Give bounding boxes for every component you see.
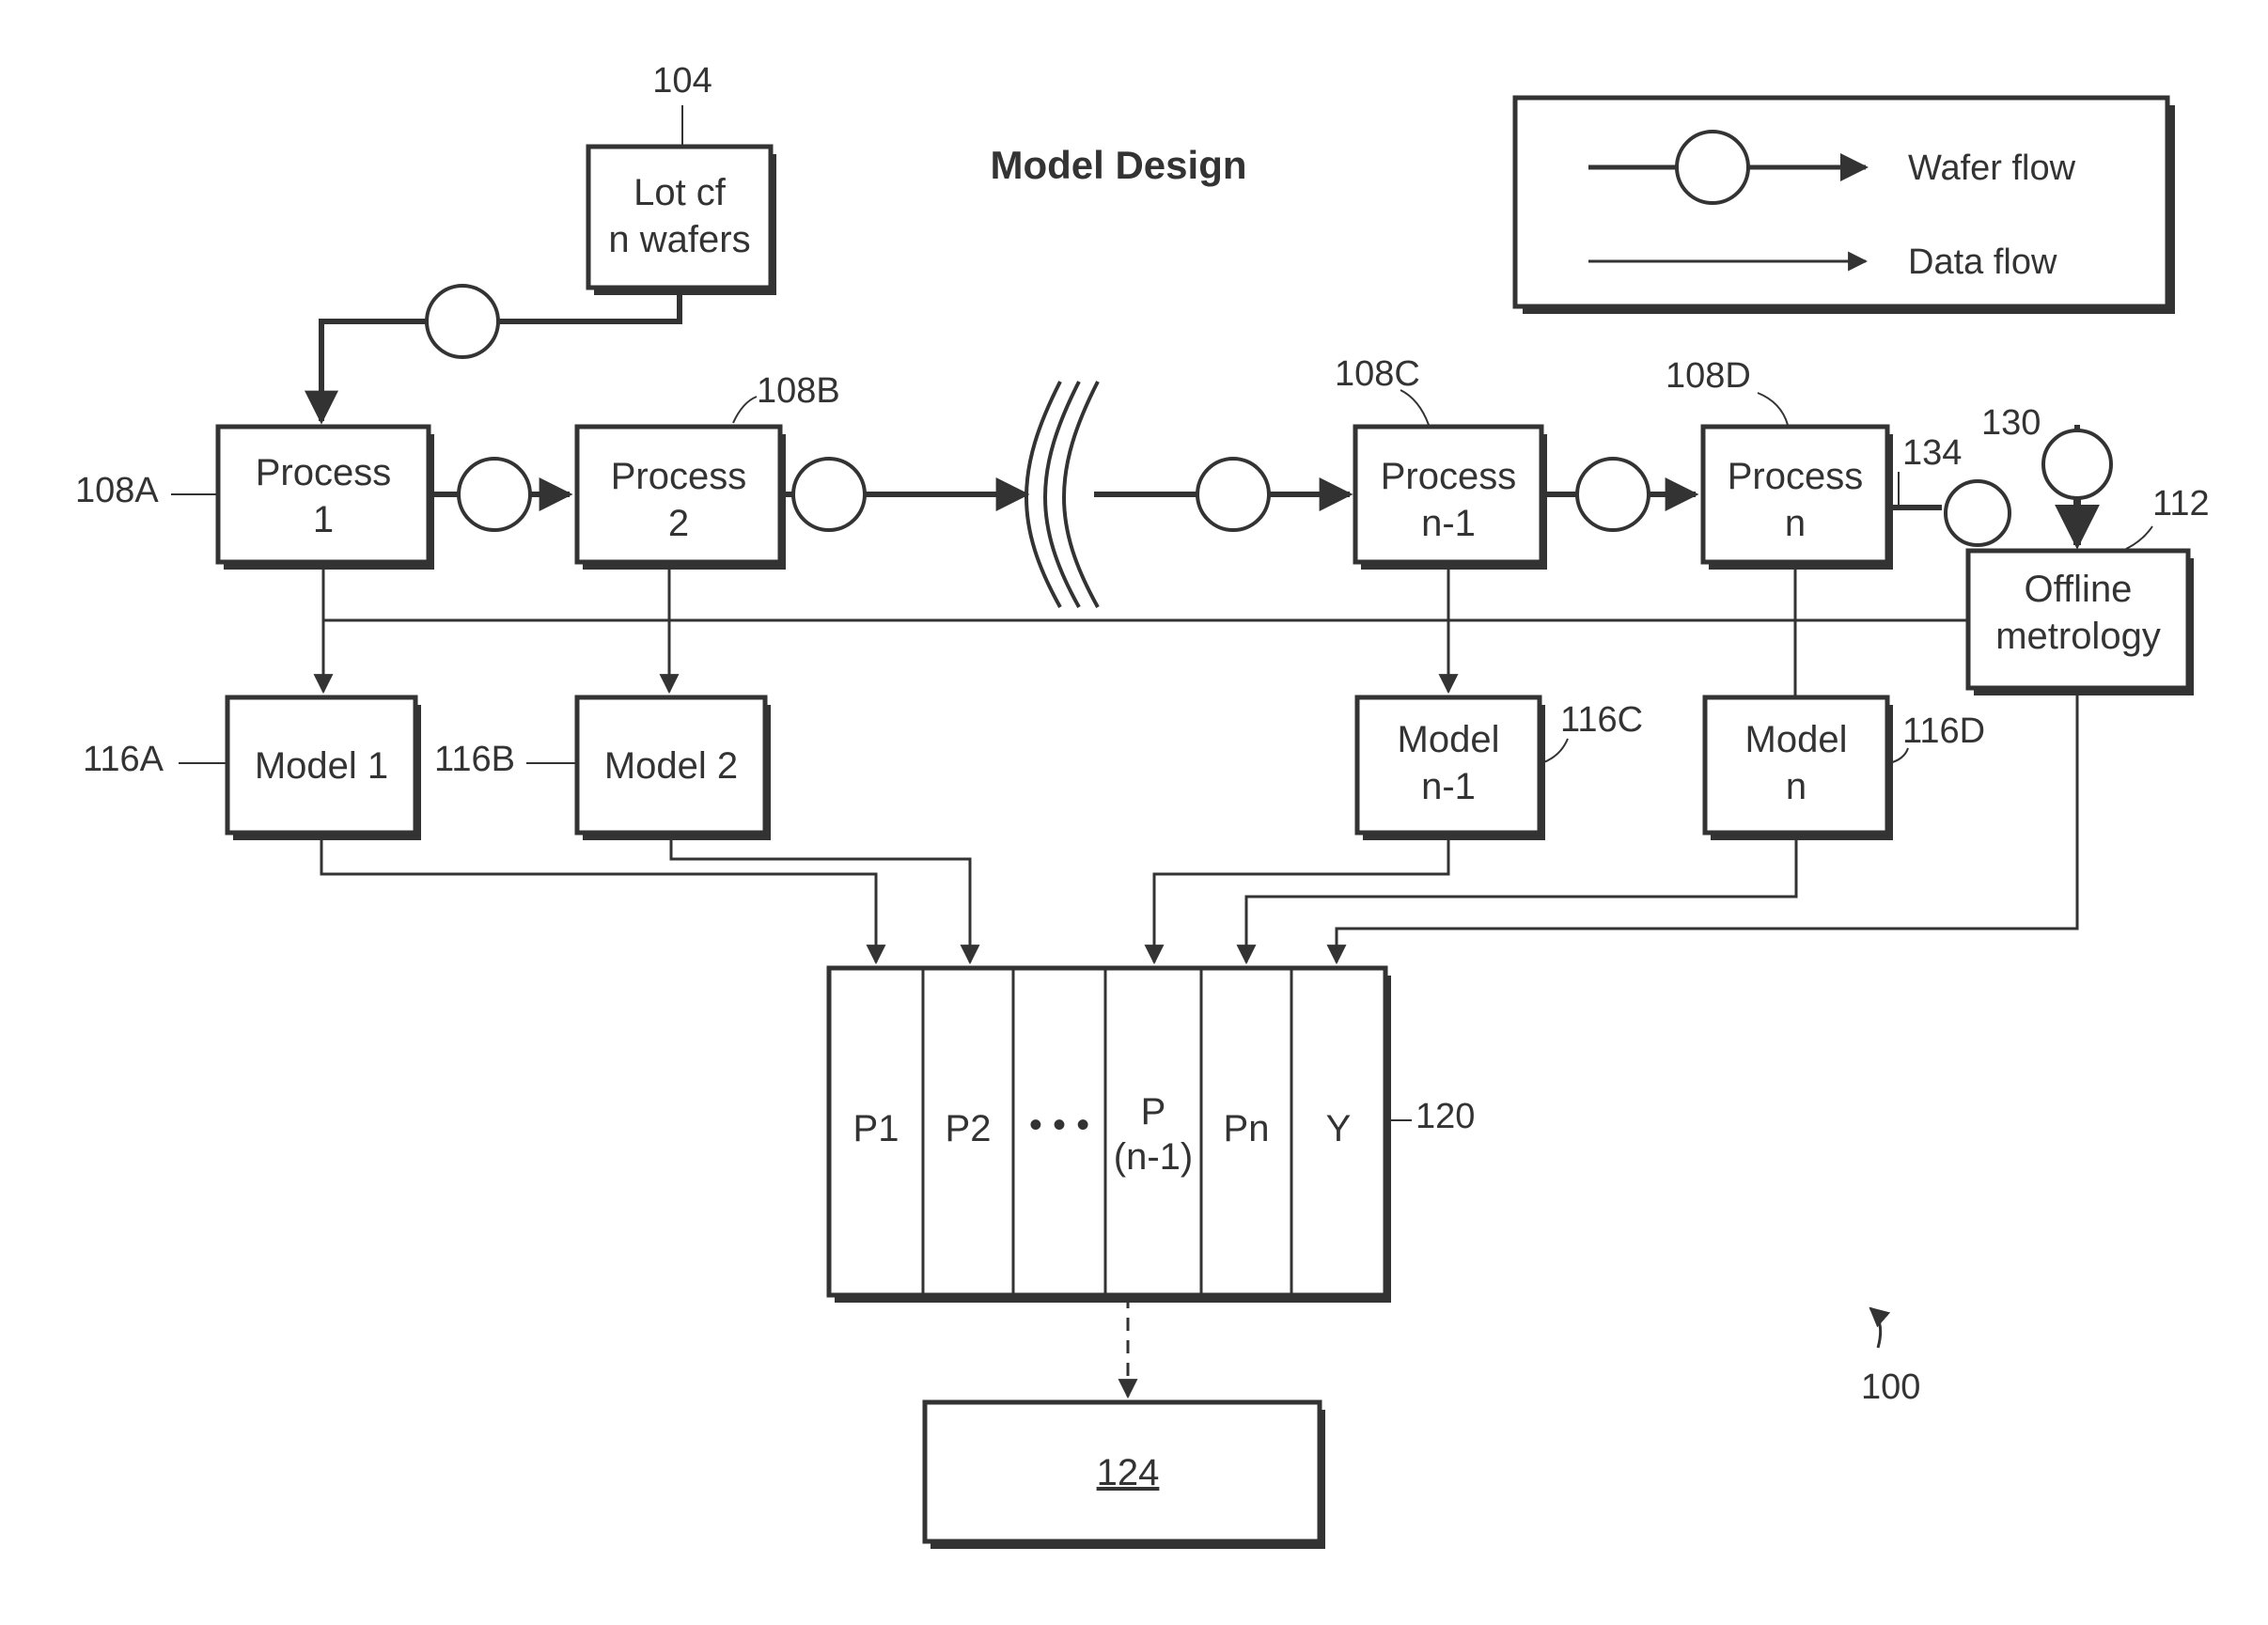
table-cell-y: Y: [1326, 1108, 1352, 1149]
table-cell-pn: Pn: [1224, 1108, 1270, 1149]
process-n-label-line2: n: [1785, 503, 1806, 544]
process-n-1-ref: 108C: [1335, 354, 1420, 394]
table-cell-p1: P1: [853, 1108, 899, 1149]
wafer-out-ref: 134: [1902, 433, 1962, 473]
output-box: 124: [925, 1402, 1325, 1549]
model-1-ref: 116A: [83, 740, 164, 779]
wafer-out-icon: [1946, 481, 2010, 545]
wafer-icon: [793, 459, 865, 530]
model-box-n: Model n 116D: [1705, 697, 1985, 840]
process-box-1: Process 1 108A: [75, 427, 434, 570]
table-cell-p2: P2: [946, 1108, 992, 1149]
metrology-label-line1: Offline: [2025, 569, 2133, 610]
process-box-n-1: Process n-1 108C: [1335, 354, 1547, 570]
lot-label-line1: Lot cf: [633, 172, 727, 213]
data-bus: [323, 562, 1968, 695]
process-box-n: Process n 108D: [1666, 356, 1893, 570]
model-2-label: Model 2: [604, 745, 738, 787]
model-box-n-1: Model n-1 116C: [1357, 697, 1643, 840]
process-2-label-line2: 2: [668, 503, 689, 544]
table-cell-pn-1-line1: P: [1141, 1091, 1166, 1133]
lot-box: 104 Lot cf n wafers: [588, 61, 776, 295]
wafer-in-ref: 130: [1981, 403, 2041, 443]
model-n-1-ref: 116C: [1560, 700, 1643, 740]
process-n-ref: 108D: [1666, 356, 1751, 396]
model-box-2: Model 2 116B: [434, 697, 771, 840]
legend-wafer-flow-label: Wafer flow: [1908, 148, 2076, 188]
process-2-label-line1: Process: [611, 456, 747, 497]
figure-ref-label: 100: [1861, 1367, 1920, 1407]
legend-data-flow-label: Data flow: [1908, 242, 2057, 282]
wafer-in-icon: [2043, 430, 2111, 498]
metrology-ref: 112: [2152, 484, 2210, 523]
lot-ref: 104: [652, 61, 712, 101]
model-n-ref: 116D: [1902, 711, 1985, 751]
model-box-1: Model 1 116A: [83, 697, 421, 840]
table-cell-pn-1-line2: (n-1): [1114, 1136, 1193, 1178]
model-n-1-label-line1: Model: [1398, 719, 1500, 760]
table-cell-ellipsis: • • •: [1029, 1104, 1089, 1146]
wafer-icon: [1577, 459, 1649, 530]
model-n-label-line1: Model: [1745, 719, 1848, 760]
model-n-1-label-line2: n-1: [1421, 766, 1476, 807]
process-1-ref: 108A: [75, 471, 159, 510]
table-ref: 120: [1416, 1097, 1475, 1136]
process-1-label-line1: Process: [256, 452, 392, 493]
page-title: Model Design: [990, 143, 1246, 187]
model-1-label: Model 1: [255, 745, 388, 787]
lot-label-line2: n wafers: [608, 219, 750, 260]
wafer-icon: [1197, 459, 1269, 530]
process-1-label-line2: 1: [313, 499, 334, 540]
break-symbol: [1026, 382, 1098, 607]
process-n-1-label-line1: Process: [1381, 456, 1517, 497]
figure-ref: 100: [1861, 1308, 1920, 1407]
legend: Wafer flow Data flow: [1515, 98, 2175, 314]
parameter-table: P1 P2 • • • P (n-1) Pn Y 120: [829, 968, 1475, 1303]
wafer-icon: [427, 286, 498, 357]
legend-wafer-icon: [1677, 132, 1748, 203]
output-box-label: 124: [1097, 1452, 1160, 1493]
process-n-label-line1: Process: [1728, 456, 1864, 497]
process-n-1-label-line2: n-1: [1421, 503, 1476, 544]
model-n-label-line2: n: [1786, 766, 1807, 807]
metrology-label-line2: metrology: [1995, 616, 2161, 657]
process-2-ref: 108B: [757, 371, 840, 411]
model-2-ref: 116B: [434, 740, 515, 779]
wafer-icon: [459, 459, 530, 530]
